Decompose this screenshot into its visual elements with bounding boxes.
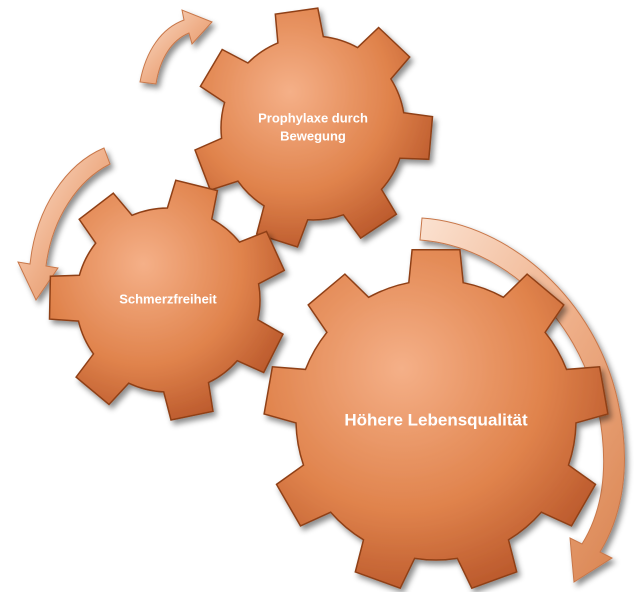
gear-icon — [48, 179, 286, 421]
gear-label-lebensqualitaet: Höhere Lebensqualität — [344, 410, 528, 429]
gear-label-schmerzfreiheit: Schmerzfreiheit — [119, 291, 217, 306]
curved-arrow-icon — [17, 147, 111, 301]
gear-label-prophylaxe-line1: Prophylaxe durch — [258, 110, 368, 125]
gear-icon — [194, 7, 434, 248]
gear-icon — [263, 248, 609, 590]
gears-layer — [48, 7, 609, 590]
gear-labels: Prophylaxe durch Bewegung Schmerzfreihei… — [119, 110, 528, 429]
curved-arrow-icon — [139, 9, 213, 85]
gear-label-prophylaxe-line2: Bewegung — [280, 128, 346, 143]
